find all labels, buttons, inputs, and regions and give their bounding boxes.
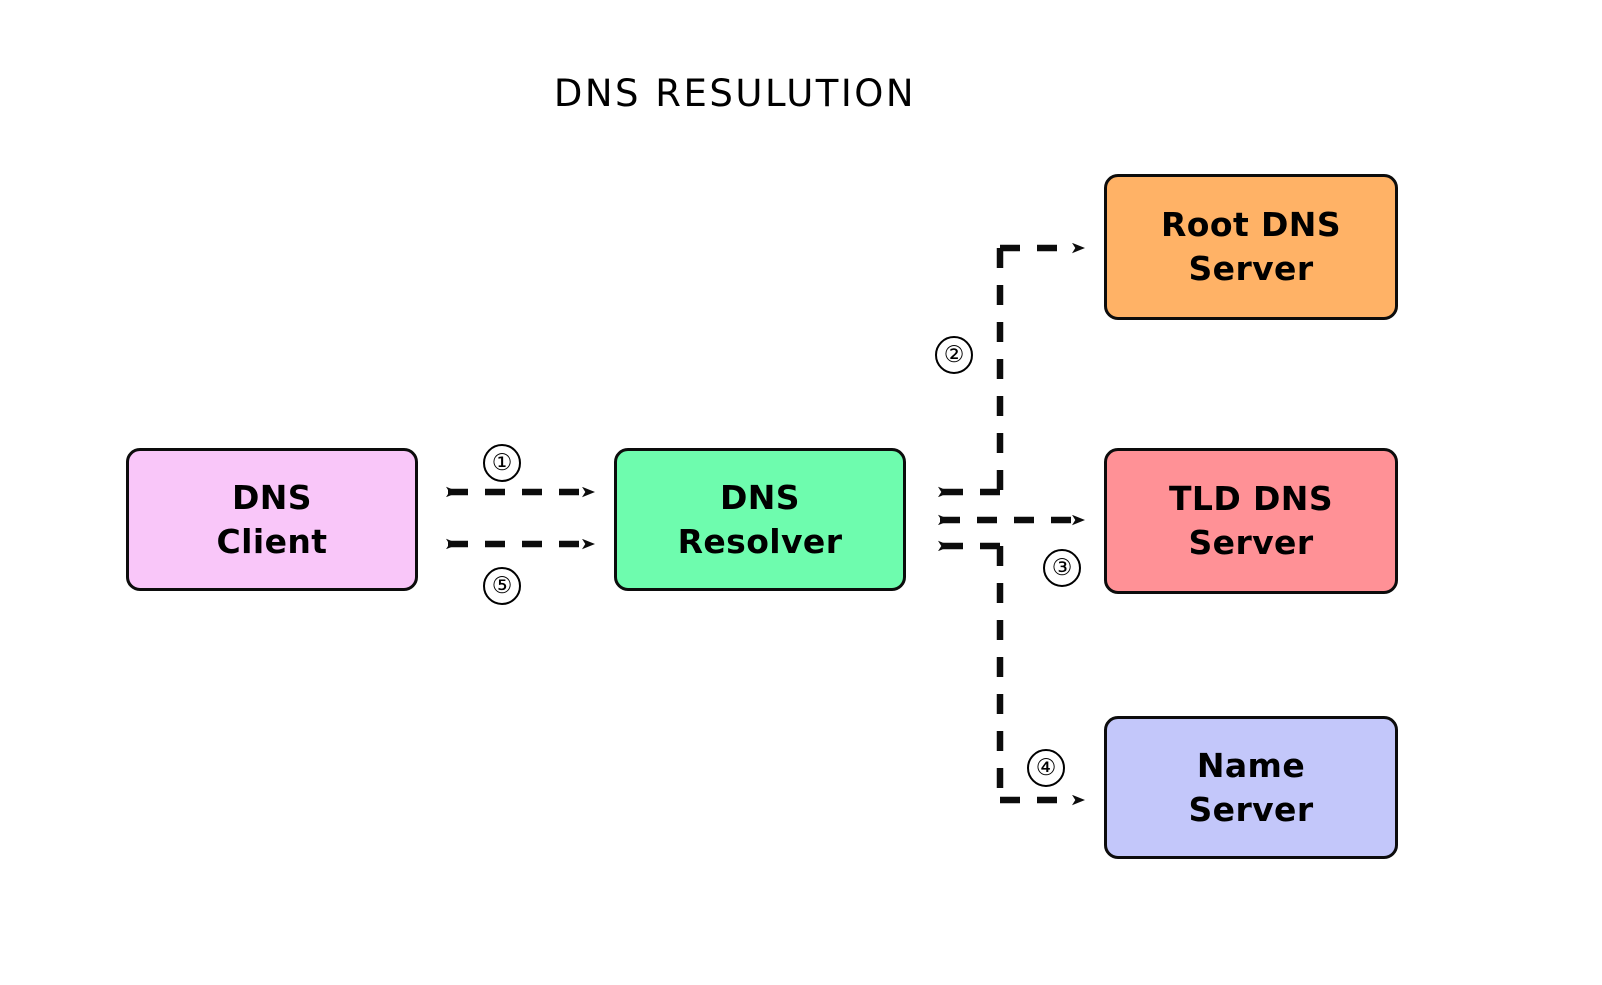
step-badge-3: ③ — [1043, 549, 1081, 587]
node-name-server-label-2: Server — [1188, 789, 1314, 829]
node-root-dns-server[interactable]: Root DNS Server — [1104, 174, 1398, 320]
node-root-dns-server-label-1: Root DNS — [1161, 205, 1341, 245]
node-name-server-label-1: Name — [1196, 745, 1306, 785]
step-badge-2: ② — [935, 336, 973, 374]
step-badge-4: ④ — [1027, 749, 1065, 787]
page-title-wrapper: DNS RESULUTION — [455, 72, 1015, 115]
node-root-dns-server-label-2: Server — [1188, 249, 1314, 288]
node-dns-client[interactable]: DNS Client — [126, 448, 418, 591]
node-dns-resolver[interactable]: DNS Resolver — [614, 448, 906, 591]
node-dns-client-label-1: DNS — [232, 477, 312, 517]
step-badge-5: ⑤ — [483, 567, 521, 605]
node-dns-resolver-label-2: Resolver — [677, 521, 843, 561]
page-title: DNS RESULUTION — [553, 72, 917, 115]
node-tld-dns-server[interactable]: TLD DNS Server — [1104, 448, 1398, 594]
node-name-server[interactable]: Name Server — [1104, 716, 1398, 859]
node-dns-resolver-label-1: DNS — [720, 477, 800, 517]
step-badge-1: ① — [483, 444, 521, 482]
node-tld-dns-server-label-2: Server — [1188, 523, 1314, 562]
node-dns-client-label-2: Client — [216, 521, 328, 561]
node-tld-dns-server-label-1: TLD DNS — [1169, 479, 1333, 519]
